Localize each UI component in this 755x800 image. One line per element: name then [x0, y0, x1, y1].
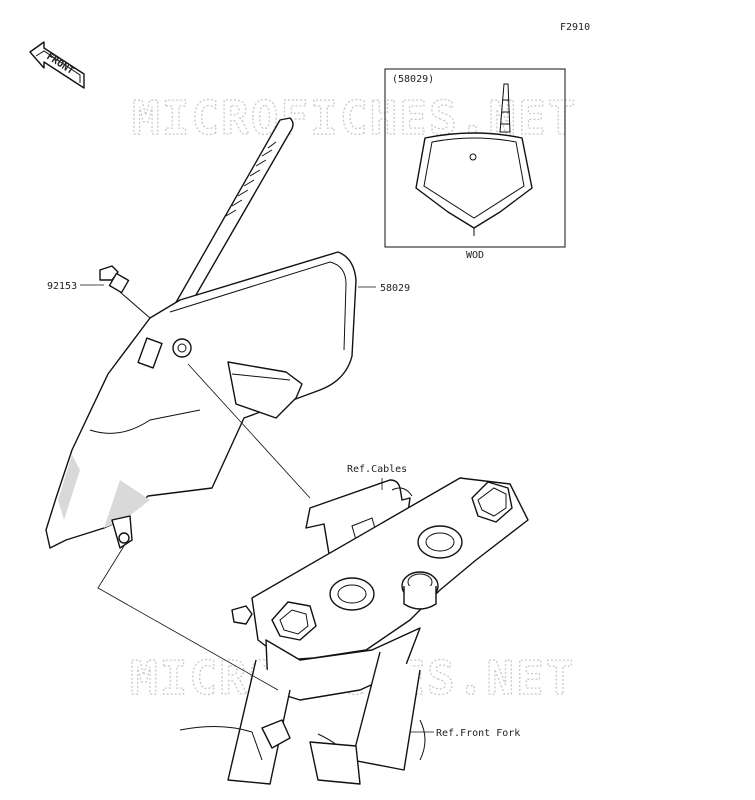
callout-ref-front-fork: Ref.Front Fork: [436, 728, 520, 739]
callout-bolt-92153: 92153: [47, 281, 77, 292]
inset-caption: WOD: [466, 250, 484, 261]
inset-box: (58029) WOD: [384, 68, 566, 261]
inset-ref-label: (58029): [392, 74, 434, 85]
inset-number-plate: [415, 132, 533, 229]
clamp-bolt-right: [471, 481, 513, 523]
clamp-bolt-left: [271, 601, 317, 641]
bolt-92153: [99, 265, 151, 319]
front-arrow-icon: FRONT: [29, 41, 85, 89]
number-plate: [45, 251, 357, 549]
leader-lines: [80, 284, 434, 733]
figure-code: F2910: [560, 22, 590, 33]
triple-clamp: [179, 477, 529, 785]
callout-ref-cables: Ref.Cables: [347, 464, 407, 475]
callout-plate-58029: 58029: [380, 283, 410, 294]
